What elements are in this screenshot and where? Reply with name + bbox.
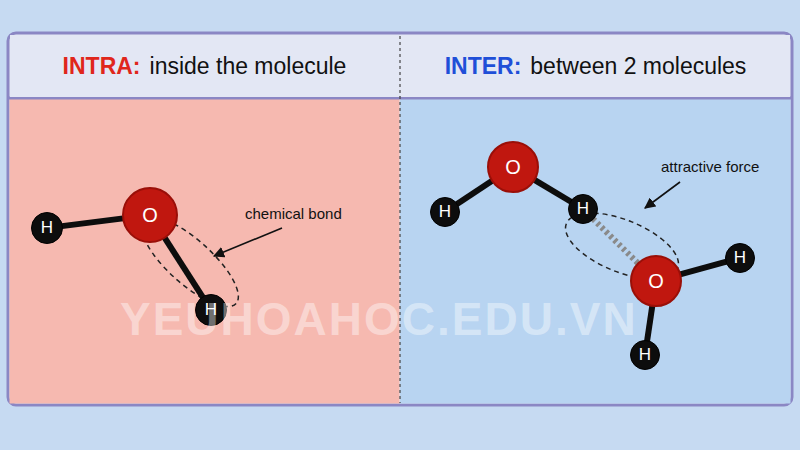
- atom-symbol: O: [648, 270, 664, 293]
- atom-symbol: H: [41, 218, 53, 238]
- atom-symbol: H: [734, 248, 746, 268]
- header-key: INTER:: [445, 53, 522, 80]
- leader-arrow: [214, 228, 282, 256]
- hydrogen-atom: H: [430, 197, 460, 227]
- atom-symbol: O: [142, 204, 158, 227]
- oxygen-atom: O: [630, 255, 682, 307]
- header-text: between 2 molecules: [530, 53, 746, 80]
- atom-symbol: H: [439, 202, 451, 222]
- covalent-bond: [647, 306, 652, 341]
- inter-ground: [400, 99, 791, 404]
- covalent-bond: [165, 238, 203, 298]
- leader-arrow: [645, 182, 680, 208]
- covalent-bond: [680, 262, 726, 275]
- watermark: YEUHOAHOC.EDU.VN: [120, 292, 638, 346]
- atom-symbol: H: [639, 345, 651, 365]
- hydrogen-atom: H: [31, 212, 63, 244]
- hydrogen-atom: H: [725, 243, 755, 273]
- hydrogen-bond: [593, 219, 638, 264]
- atom-symbol: O: [505, 156, 521, 179]
- oxygen-atom: O: [487, 141, 539, 193]
- intra-ground: [10, 99, 400, 404]
- header-band: INTRA: inside the molecule: [10, 35, 399, 97]
- panel-frame: [8, 33, 792, 405]
- callout-label: attractive force: [661, 158, 759, 175]
- header-band: INTER: between 2 molecules: [401, 35, 790, 97]
- atom-symbol: H: [577, 199, 589, 219]
- oxygen-atom: O: [122, 187, 178, 243]
- callout-label: chemical bond: [245, 205, 342, 222]
- covalent-bond: [62, 218, 123, 226]
- covalent-bond: [534, 180, 571, 202]
- header-text: inside the molecule: [150, 53, 347, 80]
- covalent-bond: [457, 181, 492, 204]
- hydrogen-atom: H: [568, 194, 598, 224]
- header-key: INTRA:: [63, 53, 141, 80]
